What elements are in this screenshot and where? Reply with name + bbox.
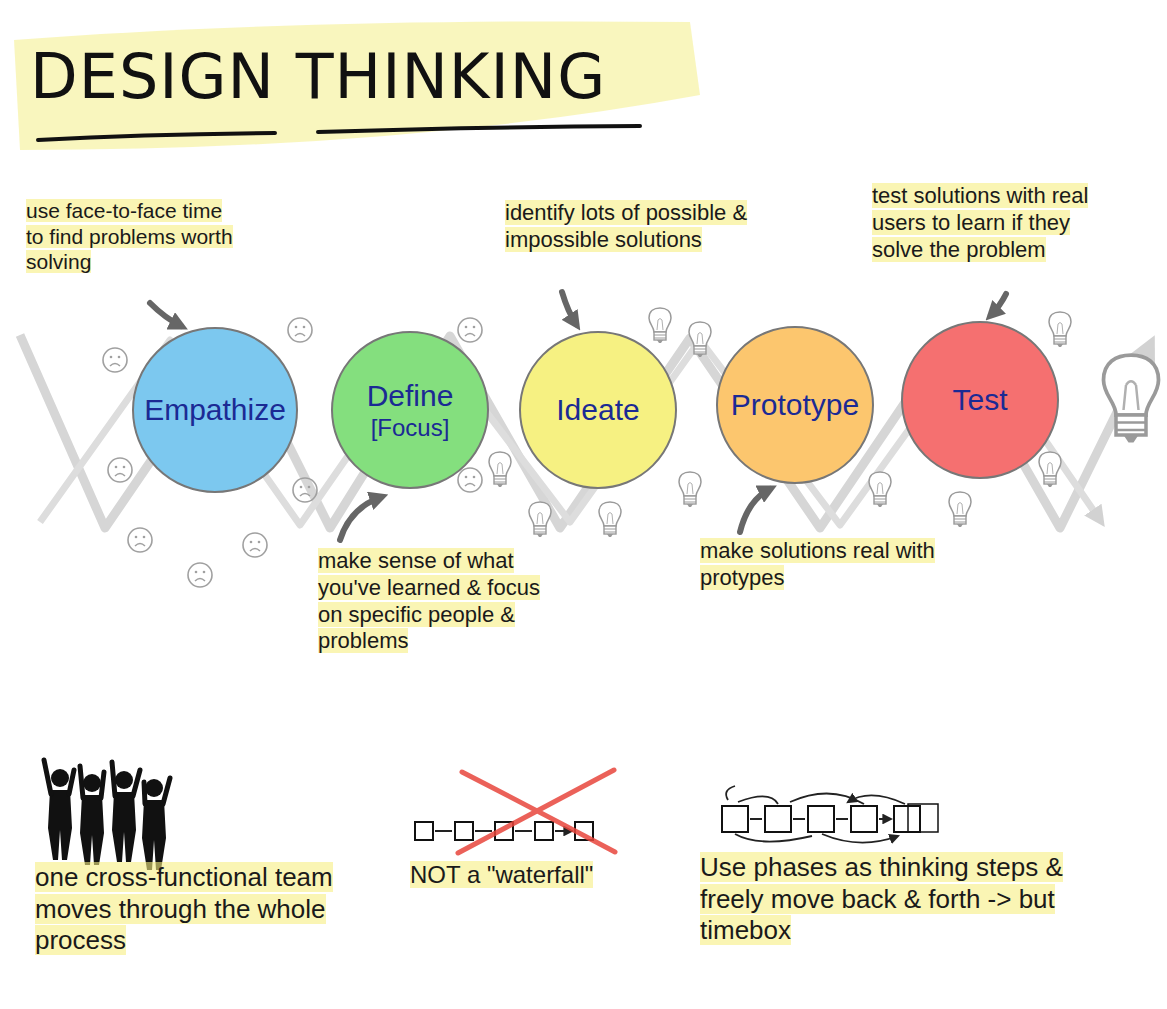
diagram-title: DESIGN THINKING: [30, 40, 606, 113]
phase-circle: Empathize: [131, 326, 299, 494]
annotation-note: use face-to-face time to find problems w…: [26, 198, 236, 275]
leader-arrow: [562, 292, 576, 324]
annotation-note: identify lots of possible & impossible s…: [505, 200, 760, 254]
light-bulb: [599, 502, 621, 537]
phase-text-group: Define[Focus]: [367, 379, 454, 441]
annotation-text: one cross-functional team moves through …: [35, 862, 333, 955]
phase-subtitle: [Focus]: [367, 413, 454, 441]
title-underline: [38, 133, 275, 140]
annotation-text: use face-to-face time to find problems w…: [26, 199, 233, 273]
leader-arrow: [991, 294, 1006, 315]
circle-shape: [520, 332, 676, 488]
annotation-text: make solutions real with protypes: [700, 538, 935, 590]
title-underline: [318, 126, 640, 132]
light-bulb: [529, 502, 551, 537]
annotation-text: NOT a "waterfall": [410, 861, 593, 888]
annotation-note: Use phases as thinking steps & freely mo…: [700, 852, 1080, 947]
phase-name: Prototype: [731, 388, 859, 423]
annotation-note: one cross-functional team moves through …: [35, 862, 365, 957]
light-bulb: [1049, 312, 1071, 347]
sad-face: [103, 348, 127, 372]
sad-face: [458, 318, 482, 342]
sad-face: [188, 563, 212, 587]
annotation-note: make solutions real with protypes: [700, 538, 950, 592]
leader-arrow: [150, 303, 181, 326]
phase-circle: Test: [900, 320, 1060, 480]
sad-face: [288, 318, 312, 342]
circle-shape: [133, 328, 297, 492]
light-bulb: [869, 472, 891, 507]
annotation-note: NOT a "waterfall": [410, 860, 650, 889]
phase-name: Ideate: [556, 393, 639, 428]
sad-face: [293, 478, 317, 502]
light-bulb: [949, 492, 971, 527]
phase-circle: Define[Focus]: [330, 330, 490, 490]
phase-text-group: Test: [952, 383, 1007, 418]
cross-out-mark: [458, 770, 615, 853]
annotation-text: make sense of what you've learned & focu…: [318, 548, 540, 653]
sad-face: [108, 458, 132, 482]
sad-face: [128, 528, 152, 552]
light-bulb: [489, 452, 511, 487]
highlighter-smear: [14, 21, 700, 150]
circle-shape: [717, 327, 873, 483]
light-bulb-large: [1104, 355, 1159, 443]
leader-arrow: [740, 489, 770, 532]
annotation-text: Use phases as thinking steps & freely mo…: [700, 852, 1063, 945]
phase-name: Empathize: [144, 393, 286, 428]
light-bulb: [1039, 452, 1061, 487]
annotation-text: test solutions with real users to learn …: [872, 183, 1088, 262]
person-silhouette: [48, 769, 72, 860]
sad-face: [458, 468, 482, 492]
team-figures: [44, 760, 170, 870]
phase-text-group: Empathize: [144, 393, 286, 428]
annotation-note: test solutions with real users to learn …: [872, 183, 1104, 263]
leader-arrow: [340, 497, 381, 540]
phase-circle: Prototype: [715, 325, 875, 485]
iteration-sketch: [722, 786, 938, 843]
annotation-note: make sense of what you've learned & focu…: [318, 548, 558, 655]
sad-face: [243, 533, 267, 557]
circle-shape: [332, 332, 488, 488]
annotation-text: identify lots of possible & impossible s…: [505, 200, 747, 252]
light-bulb: [689, 322, 711, 357]
circle-shape: [902, 322, 1058, 478]
phase-text-group: Prototype: [731, 388, 859, 423]
light-bulb: [679, 472, 701, 507]
phase-name: Define: [367, 379, 454, 414]
phase-circle: Ideate: [518, 330, 678, 490]
phase-text-group: Ideate: [556, 393, 639, 428]
phase-name: Test: [952, 383, 1007, 418]
light-bulb: [649, 308, 671, 343]
